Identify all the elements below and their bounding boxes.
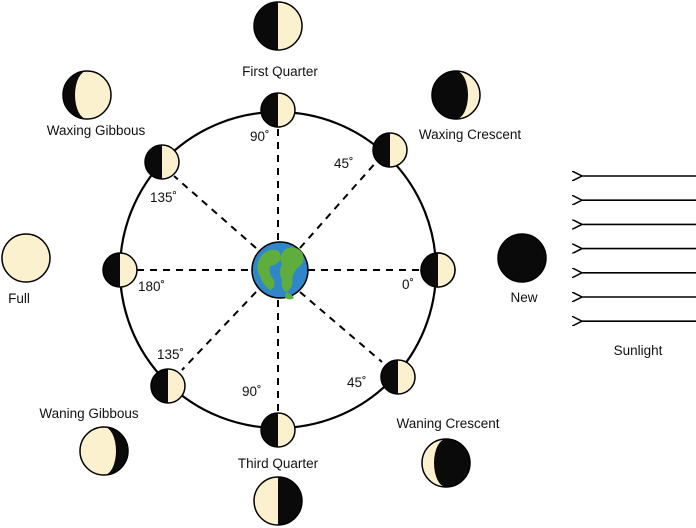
label-waxing-gibbous: Waxing Gibbous xyxy=(47,123,146,138)
label-waning-gibbous: Waning Gibbous xyxy=(39,406,139,421)
orbit-moon-90-upper xyxy=(260,92,296,128)
angle-90-lower: 90˚ xyxy=(242,384,262,399)
spoke-135-upper xyxy=(173,175,257,249)
new-moon-icon xyxy=(497,233,547,283)
spoke-135-lower xyxy=(181,291,257,371)
waxing-gibbous-moon-icon xyxy=(62,70,112,120)
orbit-moon-135-lower xyxy=(150,368,186,404)
first-quarter-moon-icon xyxy=(253,1,303,51)
angle-135-lower: 135˚ xyxy=(157,347,184,362)
label-new: New xyxy=(510,290,537,305)
orbit-moon-135-upper xyxy=(144,144,180,180)
third-quarter-moon-icon xyxy=(253,476,303,526)
orbit-moon-45-lower xyxy=(380,359,416,395)
orbit-spokes xyxy=(136,126,422,414)
sunlight-arrows xyxy=(581,176,696,321)
angle-135-upper: 135˚ xyxy=(150,190,177,205)
label-waxing-crescent: Waxing Crescent xyxy=(419,127,522,142)
waning-crescent-moon-icon xyxy=(421,438,471,488)
orbit-moon-0 xyxy=(420,252,456,288)
angle-180: 180˚ xyxy=(138,279,165,294)
orbit-moon-45-upper xyxy=(372,132,408,168)
orbit-moon-180 xyxy=(102,252,138,288)
angle-90-upper: 90˚ xyxy=(250,129,270,144)
angle-45-lower: 45˚ xyxy=(347,375,367,390)
earth-globe-icon xyxy=(251,241,309,300)
waning-gibbous-moon-icon xyxy=(79,426,129,476)
orbit-moon-90-lower xyxy=(260,412,296,448)
spoke-45-upper xyxy=(299,159,379,249)
label-waning-crescent: Waning Crescent xyxy=(396,416,499,431)
full-moon-icon xyxy=(1,233,51,283)
label-full: Full xyxy=(8,291,30,306)
spoke-45-lower xyxy=(299,291,383,363)
angle-45-upper: 45˚ xyxy=(334,156,354,171)
angle-0: 0˚ xyxy=(402,277,414,292)
label-sunlight: Sunlight xyxy=(614,343,663,358)
waxing-crescent-moon-icon xyxy=(431,70,481,120)
label-first-quarter: First Quarter xyxy=(242,64,318,79)
label-third-quarter: Third Quarter xyxy=(238,456,319,471)
